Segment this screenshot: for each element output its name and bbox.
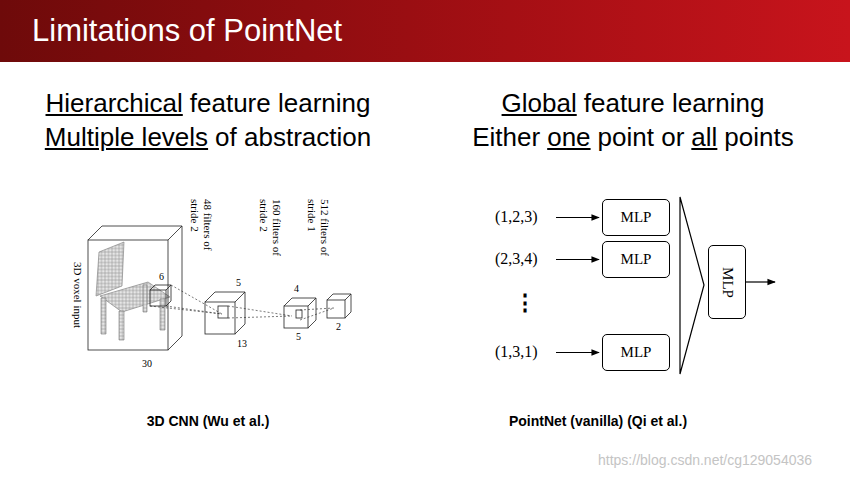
- node-text: MLP: [621, 209, 652, 226]
- heading-line: Globalfeature learning: [502, 88, 765, 119]
- watermark: https://blog.csdn.net/cg129054036: [598, 452, 812, 469]
- dimension-label: 6: [159, 271, 164, 283]
- max-pool-funnel: [680, 197, 704, 374]
- layer-label: 512 filters of stride 1: [306, 199, 331, 265]
- heading-text: feature learning: [190, 88, 371, 119]
- dimension-label: 4: [294, 283, 299, 295]
- heading-text: all: [691, 122, 717, 153]
- node-text: MLP: [621, 344, 652, 361]
- point-label: (1,2,3): [495, 207, 538, 226]
- heading-line: Hierarchicalfeature learning: [46, 88, 371, 119]
- aggregate-mlp-box: MLP: [708, 245, 746, 319]
- dimension-label: 13: [237, 338, 247, 350]
- figure-caption: PointNet (vanilla) (Qi et al.): [509, 413, 687, 430]
- output-arrow: [746, 281, 775, 282]
- dimension-label: 5: [296, 331, 301, 343]
- layer-label: 3D voxel input: [71, 262, 84, 328]
- layer-label: 48 filters of stride 2: [189, 199, 214, 261]
- input-arrow: [556, 352, 599, 353]
- point-label: ⋮: [514, 290, 536, 316]
- layer-label: 160 filters of stride 2: [258, 199, 283, 265]
- cnn-figure: [88, 226, 351, 350]
- pointnet-figure: [556, 197, 775, 374]
- heading-text: Either: [472, 122, 540, 153]
- dimension-label: 2: [336, 321, 341, 333]
- voxel-chair: [96, 242, 170, 340]
- heading-line: Multiple levelsof abstraction: [45, 122, 371, 153]
- dimension-label: 5: [236, 277, 241, 289]
- dimension-label: 30: [142, 358, 152, 370]
- input-arrow: [556, 259, 599, 260]
- heading-line: Eitherone point orall points: [472, 122, 794, 153]
- mlp-box: MLP: [602, 199, 670, 236]
- heading-text: Global: [502, 88, 577, 119]
- title-bar: [0, 0, 850, 62]
- slide-title: Limitations of PointNet: [32, 13, 342, 49]
- heading-text: feature learning: [584, 88, 765, 119]
- mlp-box: MLP: [602, 241, 670, 278]
- node-text: MLP: [719, 267, 736, 298]
- heading-text: point or: [598, 122, 685, 153]
- input-arrow: [556, 217, 599, 218]
- figure-caption: 3D CNN (Wu et al.): [147, 413, 270, 430]
- point-label: (2,3,4): [495, 249, 538, 268]
- heading-text: Hierarchical: [46, 88, 183, 119]
- heading-text: one: [547, 122, 590, 153]
- mlp-box: MLP: [602, 334, 670, 371]
- heading-text: points: [724, 122, 793, 153]
- point-label: (1,3,1): [495, 342, 538, 361]
- heading-text: of abstraction: [215, 122, 371, 153]
- heading-text: Multiple levels: [45, 122, 208, 153]
- node-text: MLP: [621, 251, 652, 268]
